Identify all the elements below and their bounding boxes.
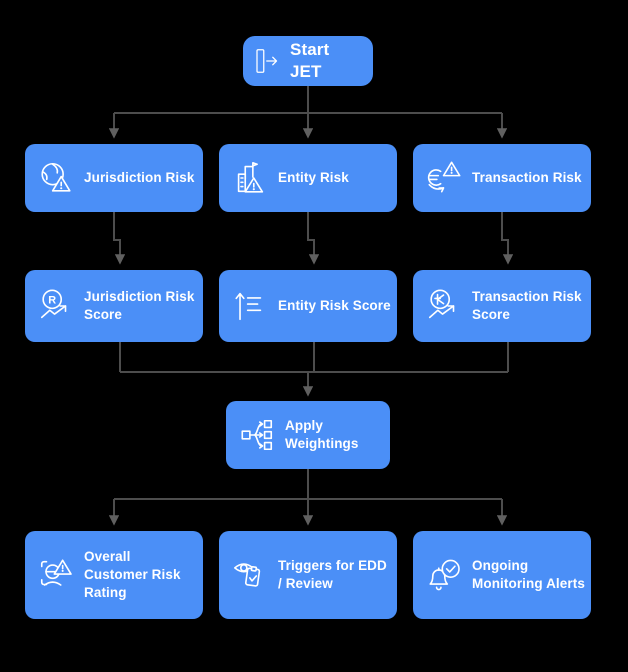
node-transaction-risk[interactable]: Transaction Risk	[413, 144, 591, 212]
edge-scores-merge-bar	[119, 342, 509, 373]
node-triggers-edd-review[interactable]: Triggers for EDD / Review	[219, 531, 397, 619]
distribution-icon	[241, 419, 273, 451]
node-label: Transaction Risk Score	[472, 289, 582, 322]
node-apply-weightings[interactable]: Apply Weightings	[226, 401, 390, 469]
start-arrow-icon	[256, 49, 278, 73]
edge-jurisdiction-to-score	[113, 212, 126, 265]
node-ongoing-monitoring-alerts[interactable]: Ongoing Monitoring Alerts	[413, 531, 591, 619]
node-overall-customer-risk-rating[interactable]: Overall Customer Risk Rating	[25, 531, 203, 619]
edge-transaction-to-score	[501, 212, 514, 265]
bell-check-icon	[429, 559, 460, 591]
svg-text:R: R	[48, 294, 56, 306]
node-jurisdiction-risk[interactable]: Jurisdiction Risk	[25, 144, 203, 212]
globe-warning-icon	[41, 162, 71, 192]
currency-cycle-warning-icon	[427, 161, 461, 193]
customer-scan-warning-icon	[40, 559, 72, 586]
node-start-jet[interactable]: Start JET	[243, 36, 373, 86]
edge-entity-to-score	[307, 212, 320, 265]
building-warning-icon	[237, 161, 264, 193]
node-jurisdiction-risk-score[interactable]: R Jurisdiction Risk Score	[25, 270, 203, 342]
currency-circle-trend-icon	[428, 289, 455, 319]
node-entity-risk[interactable]: Entity Risk	[219, 144, 397, 212]
node-label: Entity Risk Score	[278, 298, 391, 314]
ascending-list-icon	[235, 292, 262, 321]
node-label: Start JET	[290, 39, 330, 81]
rating-circle-trend-icon: R	[40, 289, 67, 319]
node-label: Jurisdiction Risk Score	[84, 289, 195, 322]
node-transaction-risk-score[interactable]: Transaction Risk Score	[413, 270, 591, 342]
node-label: Jurisdiction Risk	[84, 170, 195, 186]
node-entity-risk-score[interactable]: Entity Risk Score	[219, 270, 397, 342]
eye-checklist-icon	[233, 563, 261, 587]
node-label: Ongoing Monitoring Alerts	[472, 558, 585, 591]
node-label: Overall Customer Risk Rating	[84, 549, 181, 600]
node-label: Transaction Risk	[472, 170, 582, 186]
node-label: Entity Risk	[278, 170, 349, 186]
node-label: Triggers for EDD / Review	[278, 558, 387, 591]
node-label: Apply Weightings	[285, 418, 359, 451]
